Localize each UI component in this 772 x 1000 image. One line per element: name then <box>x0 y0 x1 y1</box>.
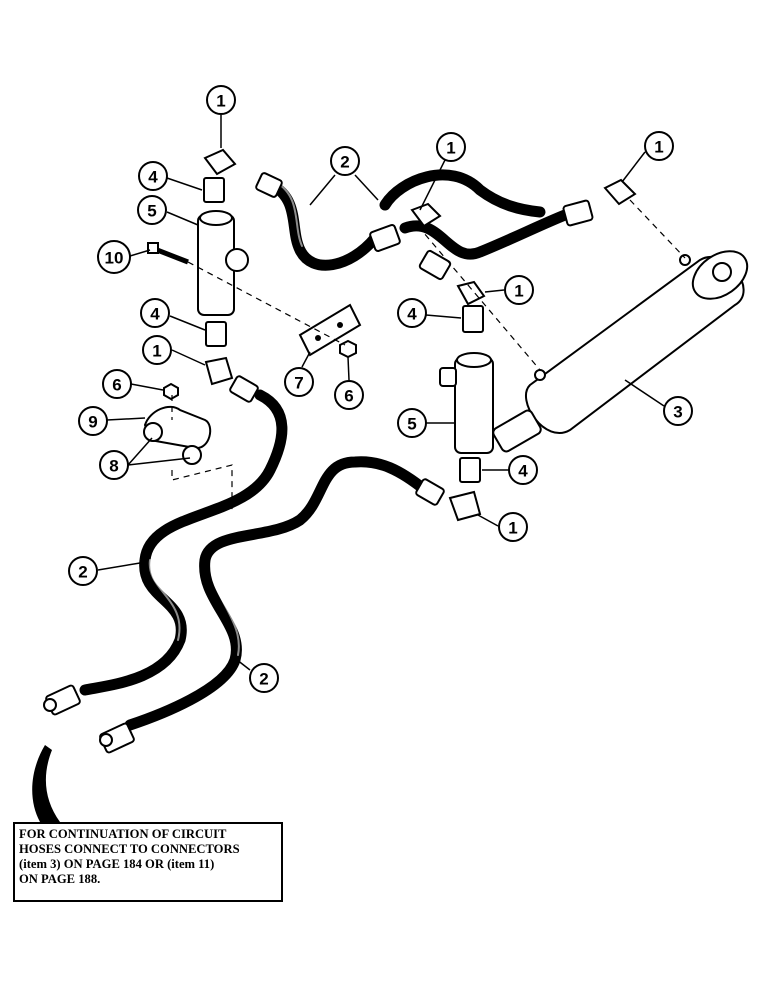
svg-text:4: 4 <box>150 305 160 324</box>
hose-end-fittings <box>43 172 594 754</box>
callout-1-right: 1 <box>621 131 674 183</box>
svg-text:1: 1 <box>216 92 225 111</box>
callout-6-right: 6 <box>334 356 364 410</box>
note-line-3: (item 3) ON PAGE 184 OR (item 11) <box>19 857 215 871</box>
block-upper <box>197 210 249 316</box>
plate-item-7 <box>298 303 362 357</box>
callout-6-left: 6 <box>102 369 164 399</box>
svg-text:5: 5 <box>147 202 156 221</box>
hose-upper-right <box>379 169 571 260</box>
svg-text:1: 1 <box>446 139 455 158</box>
callout-1-bottom: 1 <box>477 512 528 542</box>
callout-5-top: 5 <box>137 195 199 226</box>
svg-text:1: 1 <box>152 342 161 361</box>
callout-4-top: 4 <box>138 161 203 191</box>
callout-2-left: 2 <box>68 556 141 586</box>
note-line-1: FOR CONTINUATION OF CIRCUIT <box>19 827 227 841</box>
callout-1-left: 1 <box>142 335 206 366</box>
elbow-fittings <box>203 148 637 522</box>
svg-text:2: 2 <box>78 563 87 582</box>
clamp-item-9 <box>143 405 212 465</box>
callout-4-mid-left: 4 <box>140 298 206 331</box>
svg-text:1: 1 <box>654 138 663 157</box>
hose-lower-left <box>79 389 288 696</box>
callout-4-bottom: 4 <box>482 455 538 485</box>
svg-text:6: 6 <box>112 376 121 395</box>
svg-text:7: 7 <box>294 374 303 393</box>
svg-text:4: 4 <box>407 305 417 324</box>
hose-lower-right <box>124 456 431 731</box>
svg-text:1: 1 <box>508 519 517 538</box>
note-line-4: ON PAGE 188. <box>19 872 101 886</box>
bolt-item-10 <box>147 242 189 265</box>
svg-text:1: 1 <box>514 282 523 301</box>
svg-text:8: 8 <box>109 457 118 476</box>
svg-text:3: 3 <box>673 403 682 422</box>
hydraulic-cylinder <box>492 250 749 453</box>
callout-3: 3 <box>624 379 693 426</box>
callout-2-top: 2 <box>309 146 379 206</box>
svg-text:10: 10 <box>105 249 124 268</box>
callout-2-bottom: 2 <box>231 655 279 693</box>
callout-10: 10 <box>97 240 151 274</box>
callout-7: 7 <box>284 351 314 397</box>
assembly-dashed-lines <box>171 199 686 510</box>
svg-text:6: 6 <box>344 387 353 406</box>
svg-text:5: 5 <box>407 415 416 434</box>
callout-8: 8 <box>99 437 191 480</box>
svg-text:9: 9 <box>88 413 97 432</box>
note-pointer <box>32 745 60 822</box>
callout-9: 9 <box>78 406 146 436</box>
callout-4-mid-right: 4 <box>397 298 462 328</box>
svg-text:4: 4 <box>518 462 528 481</box>
svg-text:4: 4 <box>148 168 158 187</box>
callout-1-top: 1 <box>206 85 236 148</box>
adapter-fittings <box>203 177 484 483</box>
callout-5-bottom: 5 <box>397 408 455 438</box>
callout-1-mid-right: 1 <box>484 275 534 305</box>
svg-text:2: 2 <box>259 670 268 689</box>
hose-upper-left <box>266 179 381 271</box>
svg-text:2: 2 <box>340 153 349 172</box>
note-line-2: HOSES CONNECT TO CONNECTORS <box>19 842 240 856</box>
block-lower <box>439 352 494 454</box>
continuation-note: FOR CONTINUATION OF CIRCUIT HOSES CONNEC… <box>13 822 283 902</box>
callout-1-center: 1 <box>419 132 466 211</box>
